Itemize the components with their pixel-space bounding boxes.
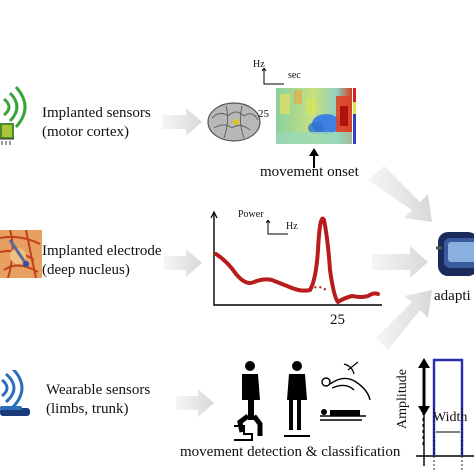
wearable-sensor-icon [0, 370, 30, 416]
detection-caption: movement detection & classification [180, 444, 401, 460]
arrow-electrode-to-plot [164, 249, 202, 277]
electrode-label-line2: (deep nucleus) [42, 262, 130, 278]
figure-standing-icon [284, 361, 310, 437]
brain-electrode-icon [0, 230, 42, 278]
sensors-label-line1: Implanted sensors [42, 105, 151, 121]
brain-icon [207, 102, 261, 142]
wearable-label-line1: Wearable sensors [46, 382, 151, 398]
movement-onset-arrow [309, 148, 319, 168]
power-plot-x-unit: Hz [286, 221, 298, 232]
power-plot-x-tick: 25 [330, 312, 345, 328]
power-plot [210, 210, 382, 306]
spectrogram-image [276, 88, 356, 144]
arrow-wearable-to-figures [176, 389, 214, 417]
figure-stepping-icon [234, 361, 263, 441]
arrow-figures-to-device [376, 290, 432, 350]
electrode-label: Implanted electrode (deep nucleus) [42, 242, 162, 280]
power-plot-axes-corner [266, 220, 288, 235]
pulse-width-label: Width [433, 410, 468, 425]
arrow-spectrogram-to-device [368, 166, 432, 222]
power-plot-y-label: Power [238, 209, 264, 220]
sensors-label: Implanted sensors (motor cortex) [42, 104, 151, 142]
spectrogram-y-unit: Hz [253, 59, 265, 70]
sensors-label-line2: (motor cortex) [42, 124, 130, 140]
pulse-waveform [432, 358, 464, 456]
movement-onset-caption: movement onset [260, 164, 359, 180]
spectrogram-axes-corner [262, 68, 284, 85]
arrow-powerplot-to-device [372, 246, 428, 278]
wearable-label: Wearable sensors (limbs, trunk) [46, 381, 150, 419]
spectrogram-y-tick: 25 [258, 108, 269, 120]
electrode-label-line1: Implanted electrode [42, 243, 162, 259]
pulse-diagram [416, 358, 474, 470]
device-label: adapti [434, 288, 471, 304]
figure-falling-icon [320, 361, 371, 421]
spectrogram-x-unit: sec [288, 70, 301, 81]
arrow-sensors-to-brain [162, 108, 202, 136]
wearable-label-line2: (limbs, trunk) [46, 401, 129, 417]
implant-chip-icon [0, 85, 27, 145]
stimulator-device-icon [436, 232, 474, 276]
power-spectrum-line [214, 216, 380, 305]
